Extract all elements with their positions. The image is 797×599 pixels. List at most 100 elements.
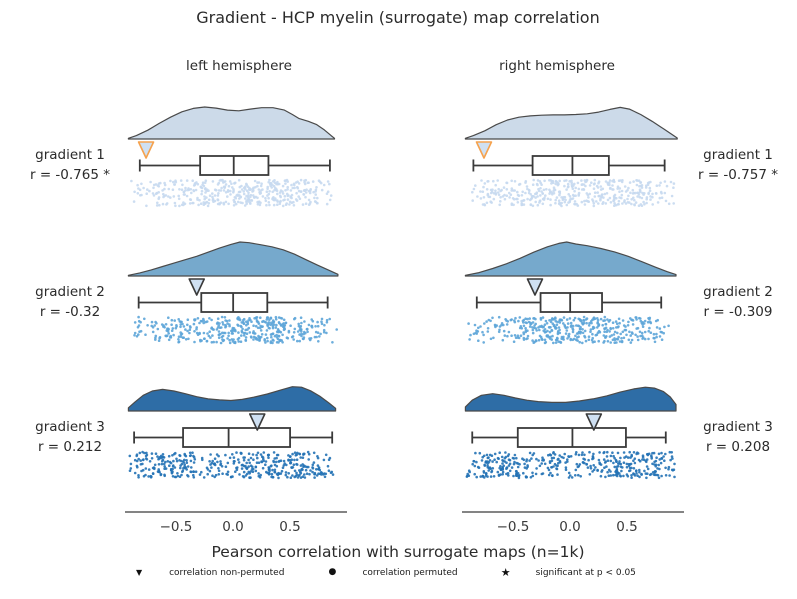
strip-point [251, 331, 255, 335]
r-value-label: r = -0.757 * [697, 166, 778, 183]
strip-point [606, 470, 609, 474]
strip-point [297, 474, 301, 478]
strip-point [175, 324, 178, 327]
strip-point [541, 202, 545, 206]
strip-point [574, 334, 577, 338]
strip-point [632, 180, 635, 183]
strip-point [592, 468, 596, 472]
strip-point [622, 451, 626, 454]
strip-point [150, 457, 154, 460]
strip-point [501, 470, 505, 474]
strip-point [318, 472, 322, 476]
strip-point [247, 452, 251, 456]
strip-point [167, 338, 171, 342]
strip-point [469, 333, 472, 337]
strip-point [266, 316, 270, 319]
strip-point [644, 459, 647, 463]
strip-point [548, 453, 552, 456]
strip-point [609, 201, 613, 204]
strip-point [215, 340, 218, 344]
strip-point [210, 466, 213, 469]
strip-point [613, 193, 617, 197]
strip-point [174, 179, 177, 182]
strip-point [314, 190, 317, 193]
strip-point [286, 188, 289, 191]
strip-point [146, 188, 149, 191]
strip-point [670, 468, 674, 472]
strip-point [505, 466, 509, 469]
strip-point [257, 188, 261, 191]
strip-point [491, 460, 494, 463]
strip-point [226, 322, 229, 325]
strip-point [584, 184, 587, 188]
x-tick-label: −0.5 [496, 519, 530, 535]
strip-point [641, 337, 644, 340]
strip-point [273, 463, 277, 467]
strip-point [202, 331, 206, 335]
strip-point [151, 472, 155, 475]
strip-point [509, 318, 513, 322]
strip-point [654, 465, 657, 468]
strip-point [569, 321, 573, 325]
strip-point [513, 319, 516, 322]
strip-point [293, 469, 297, 473]
strip-point [164, 467, 168, 470]
strip-point [326, 180, 330, 183]
strip-point [235, 466, 238, 470]
strip-point [517, 336, 521, 340]
strip-point [548, 330, 552, 334]
strip-point [231, 475, 234, 478]
strip-point [621, 330, 625, 334]
strip-point [616, 331, 619, 335]
strip-point [555, 464, 558, 467]
strip-point [654, 319, 658, 323]
strip-point [251, 453, 255, 456]
strip-point [316, 331, 320, 335]
strip-point [655, 332, 658, 336]
strip-point [231, 330, 234, 333]
strip-point [282, 324, 286, 328]
strip-point [651, 462, 654, 466]
strip-point [331, 473, 335, 476]
strip-point [201, 458, 204, 462]
strip-point [281, 190, 284, 193]
strip-point [544, 330, 548, 334]
strip-point [633, 198, 636, 202]
strip-point [472, 187, 476, 191]
strip-point [581, 451, 584, 454]
strip-point [207, 334, 211, 338]
strip-point [614, 320, 618, 323]
strip-point [266, 453, 270, 457]
strip-point [245, 461, 248, 465]
gradient-label: gradient 2 [35, 284, 105, 300]
strip-point [242, 318, 245, 322]
strip-point [176, 474, 180, 478]
circle-icon: ● [328, 567, 337, 577]
strip-point [204, 187, 207, 190]
strip-point [159, 473, 163, 476]
strip-point [608, 196, 612, 200]
strip-point [539, 181, 542, 185]
strip-point [635, 183, 639, 187]
strip-point [320, 322, 324, 326]
strip-point [133, 458, 137, 462]
strip-point [552, 186, 556, 189]
strip-point [644, 186, 648, 189]
strip-point [231, 453, 234, 456]
strip-point [571, 193, 575, 197]
strip-point [597, 180, 601, 183]
strip-point [301, 203, 305, 206]
strip-point [484, 472, 488, 475]
strip-point [234, 181, 237, 185]
strip-point [571, 327, 574, 330]
strip-point [268, 178, 271, 182]
strip-point [237, 340, 240, 343]
strip-point [578, 463, 582, 466]
strip-point [597, 339, 600, 343]
strip-point [294, 198, 298, 201]
strip-point [602, 334, 606, 337]
strip-point [306, 450, 310, 454]
strip-point [475, 475, 479, 479]
strip-point [240, 188, 244, 191]
strip-point [549, 326, 552, 329]
